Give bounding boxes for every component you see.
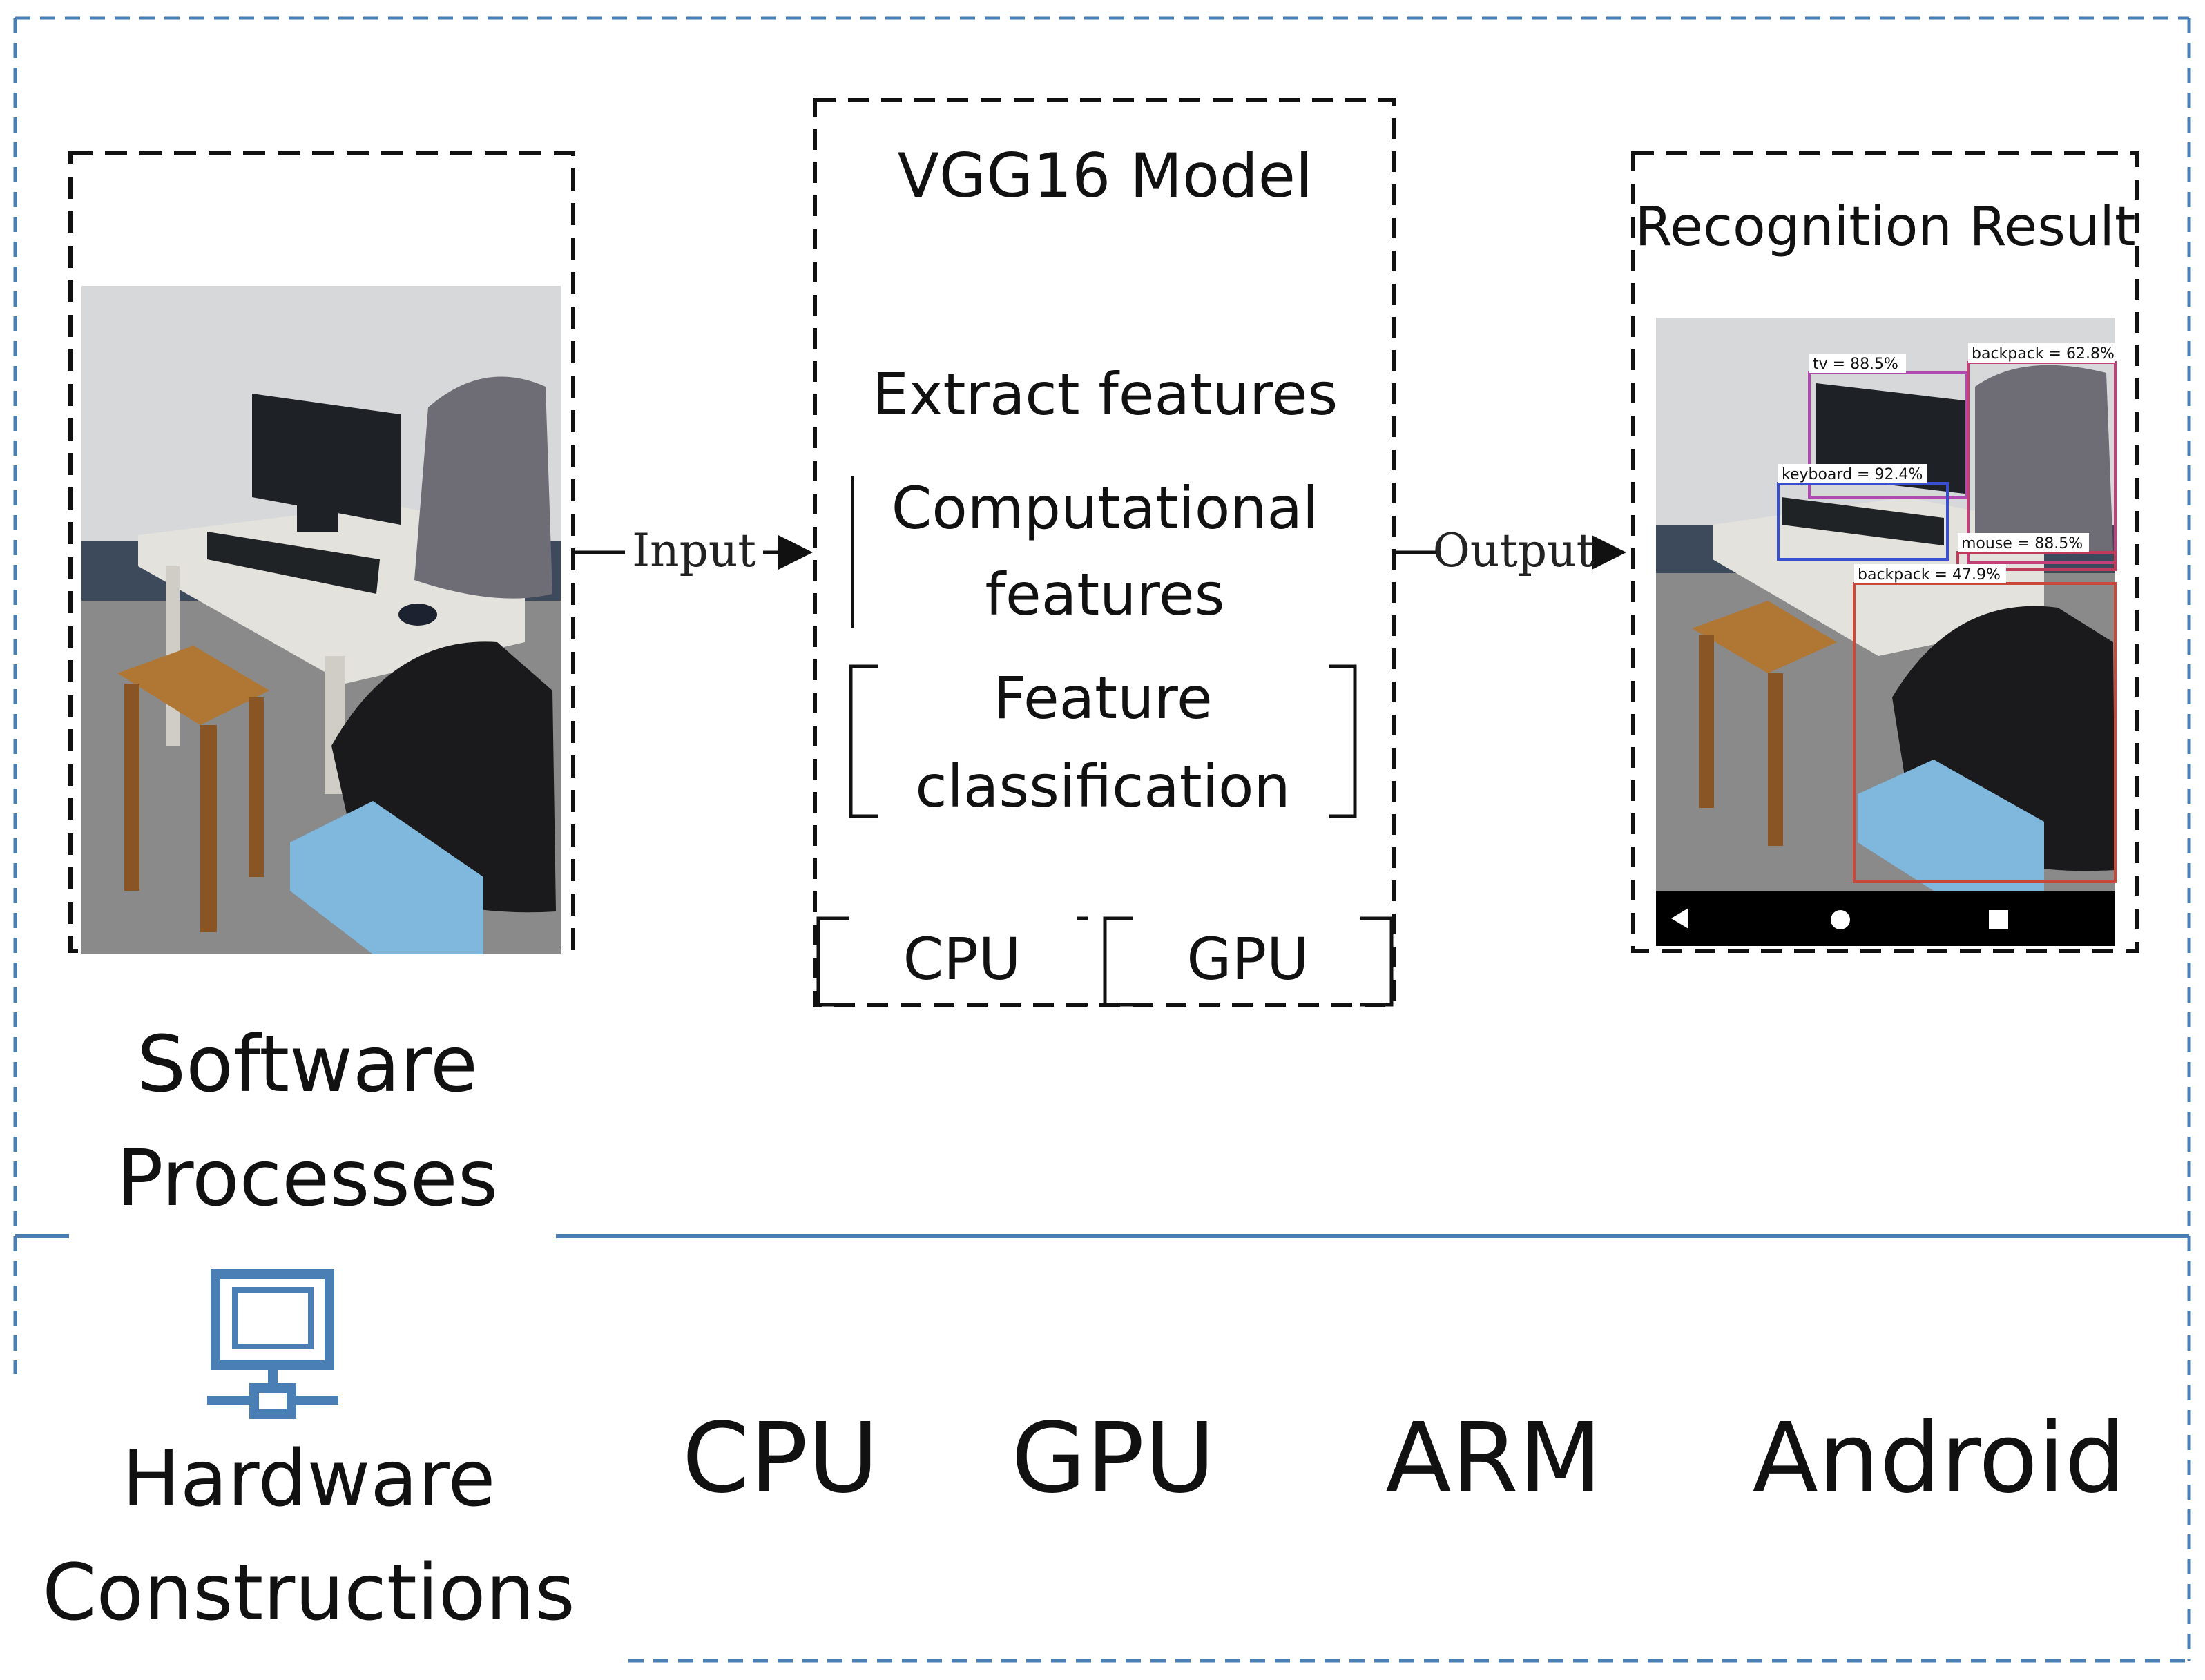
model-cpu-label: CPU [903,925,1021,993]
detection-box-keyboard: keyboard = 92.4% [1777,464,1949,561]
hardware-item-gpu: GPU [1011,1402,1215,1515]
input-panel [68,151,575,954]
svg-text:mouse = 88.5%: mouse = 88.5% [1961,535,2083,552]
model-panel [813,98,1396,1007]
svg-text:tv = 88.5%: tv = 88.5% [1813,356,1898,373]
svg-text:backpack = 62.8%: backpack = 62.8% [1972,345,2115,363]
computer-network-icon [207,1269,338,1419]
recents-icon [1989,910,2008,929]
hardware-item-arm: ARM [1385,1402,1602,1515]
detection-box-mouse: mouse = 88.5% [1956,533,2117,571]
software-label-line1: Software [137,1020,478,1110]
detection-box-backpack-1: backpack = 62.8% [1967,343,2117,564]
hardware-item-cpu: CPU [682,1402,879,1515]
step-classification-line1: Feature [993,664,1212,732]
model-title: VGG16 Model [898,140,1313,211]
result-title: Recognition Result [1635,196,2135,258]
hardware-label-line2: Constructions [42,1548,575,1638]
detection-box-backpack-2: backpack = 47.9% [1853,564,2117,883]
output-arrow-label: Output [1433,524,1595,577]
input-photo [81,286,561,954]
hardware-label-line1: Hardware [122,1434,496,1524]
svg-text:backpack = 47.9%: backpack = 47.9% [1858,566,2001,583]
hardware-item-android: Android [1752,1402,2126,1515]
step-computational-line2: features [985,561,1224,628]
step-classification-line2: classification [915,753,1290,820]
cpu-box [816,916,1088,1007]
step-computational-line1: Computational [892,474,1319,542]
phone-nav-bar [1656,891,2115,946]
back-icon [1671,908,1688,929]
gpu-box [1103,916,1394,1007]
model-gpu-label: GPU [1186,925,1309,993]
input-arrow-label: Input [632,524,756,577]
software-label-line2: Processes [117,1134,498,1224]
result-panel [1631,151,2139,953]
step-extract-features: Extract features [872,360,1338,428]
result-phone-screen [1656,318,2115,891]
svg-text:keyboard = 92.4%: keyboard = 92.4% [1782,466,1923,483]
classification-brackets [849,664,1357,818]
outer-frame [13,16,2191,1663]
home-icon [1831,910,1850,929]
